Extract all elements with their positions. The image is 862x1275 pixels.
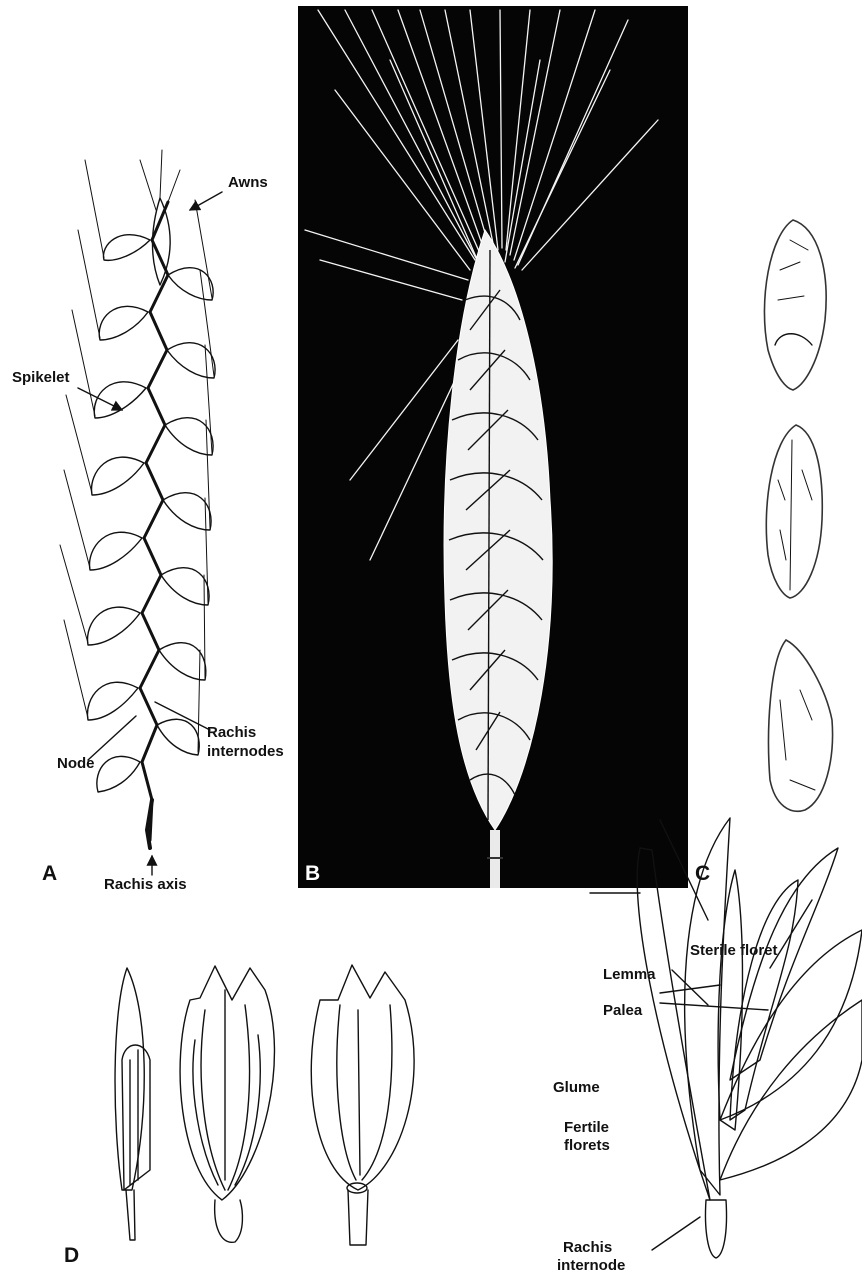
- node-label: Node: [57, 755, 95, 772]
- rachis-internode-label-line1: Rachis: [563, 1239, 612, 1256]
- rachis-internodes-label-line1: Rachis: [207, 724, 256, 741]
- awns-label: Awns: [228, 174, 268, 191]
- palea-label: Palea: [603, 1002, 643, 1019]
- panel-d-spikelets-left: [115, 965, 414, 1245]
- panel-b-engraving: [298, 6, 688, 888]
- panel-a-letter: A: [42, 862, 57, 885]
- rachis-axis-label: Rachis axis: [104, 876, 187, 893]
- rachis-internode-label-line2: internode: [557, 1257, 625, 1274]
- panel-b-letter: B: [305, 862, 320, 885]
- fertile-florets-label-line1: Fertile: [564, 1119, 609, 1136]
- panel-d-letter: D: [64, 1244, 79, 1267]
- rachis-internodes-label-line2: internodes: [207, 743, 284, 760]
- spikelet-label: Spikelet: [12, 369, 70, 386]
- sterile-floret-label: Sterile floret: [690, 942, 778, 959]
- glume-label: Glume: [553, 1079, 600, 1096]
- fertile-florets-label-line2: florets: [564, 1137, 610, 1154]
- lemma-label: Lemma: [603, 966, 656, 983]
- panel-c-grains: [764, 220, 832, 811]
